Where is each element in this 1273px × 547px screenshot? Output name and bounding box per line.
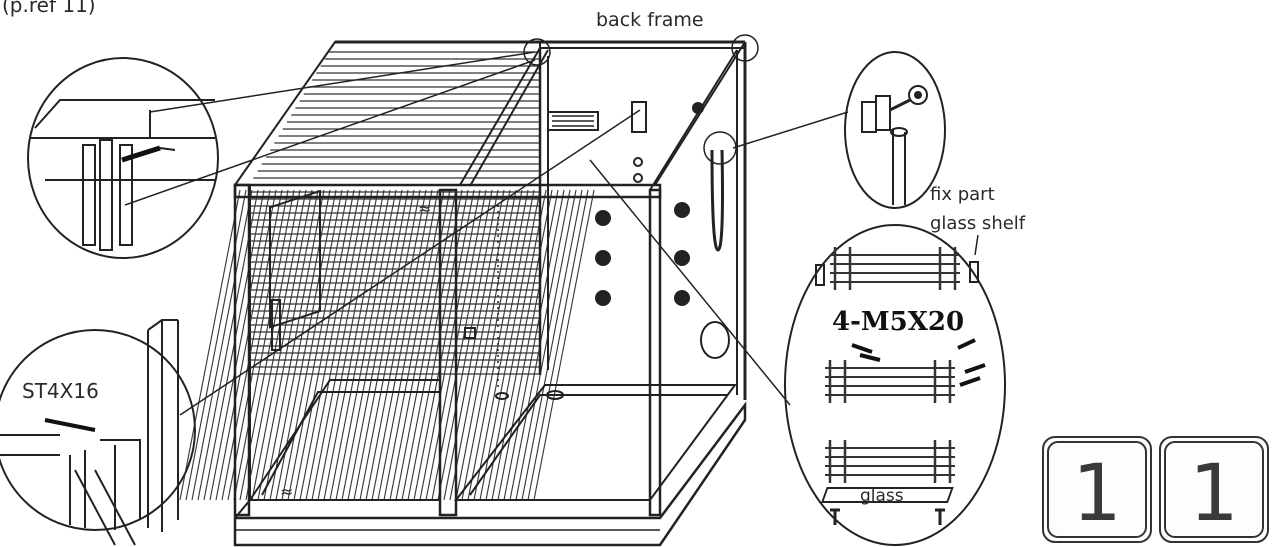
step-number-boxes: 1 1 (1042, 436, 1269, 543)
left-wall (179, 41, 595, 521)
screw-label-st4x16: ST4X16 (22, 379, 99, 403)
back-frame-label: back frame (596, 9, 704, 31)
top-fragment-text: (p.ref 11) (2, 0, 96, 17)
massage-jets (595, 102, 704, 306)
step-digit-1: 1 (1072, 449, 1122, 539)
screw-spec-label: 4-M5X20 (832, 307, 964, 337)
svg-text:≈: ≈ (418, 199, 431, 218)
step-digit-2: 1 (1189, 449, 1239, 539)
svg-text:≈: ≈ (280, 482, 293, 501)
shower-cabin: ≈ ≈ (179, 40, 747, 547)
detail-circle-bottom-left: ST4X16 (0, 319, 196, 546)
glass-label: glass (860, 486, 904, 506)
detail-circle-glass-shelf: fix part glass shelf 4-M5X20 glass (784, 184, 1026, 546)
detail-circle-top-left (27, 57, 219, 259)
glass-shelf-label: glass shelf (930, 213, 1026, 234)
wall-shelf-icon (547, 111, 599, 131)
fix-part-label: fix part (930, 184, 995, 205)
detail-circle-top-right (844, 51, 946, 209)
